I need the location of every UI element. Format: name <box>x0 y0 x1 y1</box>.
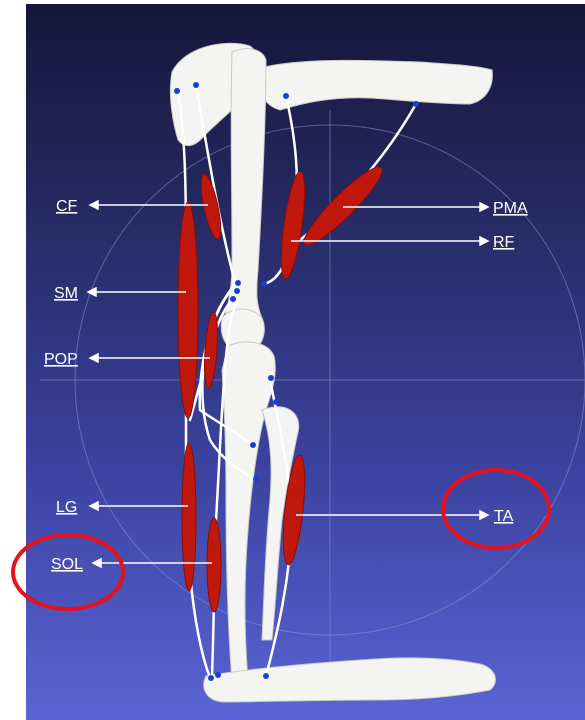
label-rf: RF <box>493 234 515 251</box>
muscle-sol <box>207 518 221 612</box>
foot-bone <box>204 658 496 702</box>
muscles <box>178 160 389 612</box>
label-sol: SOL <box>51 556 83 573</box>
viewport-guides <box>40 110 585 690</box>
label-pma: PMA <box>493 200 528 217</box>
muscle-lg <box>182 443 196 591</box>
label-cf: CF <box>56 198 78 215</box>
label-pop: POP <box>44 351 78 368</box>
muscle-pma <box>297 160 389 252</box>
muscle-sm <box>178 202 198 418</box>
bones <box>170 43 495 702</box>
label-lg: LG <box>56 499 77 516</box>
muscle-pop <box>202 312 219 389</box>
muscle-rf <box>277 170 310 279</box>
label-ta: TA <box>494 508 514 525</box>
muscle-cf <box>197 173 224 240</box>
pelvis-bone <box>258 60 493 110</box>
label-sm: SM <box>54 285 78 302</box>
